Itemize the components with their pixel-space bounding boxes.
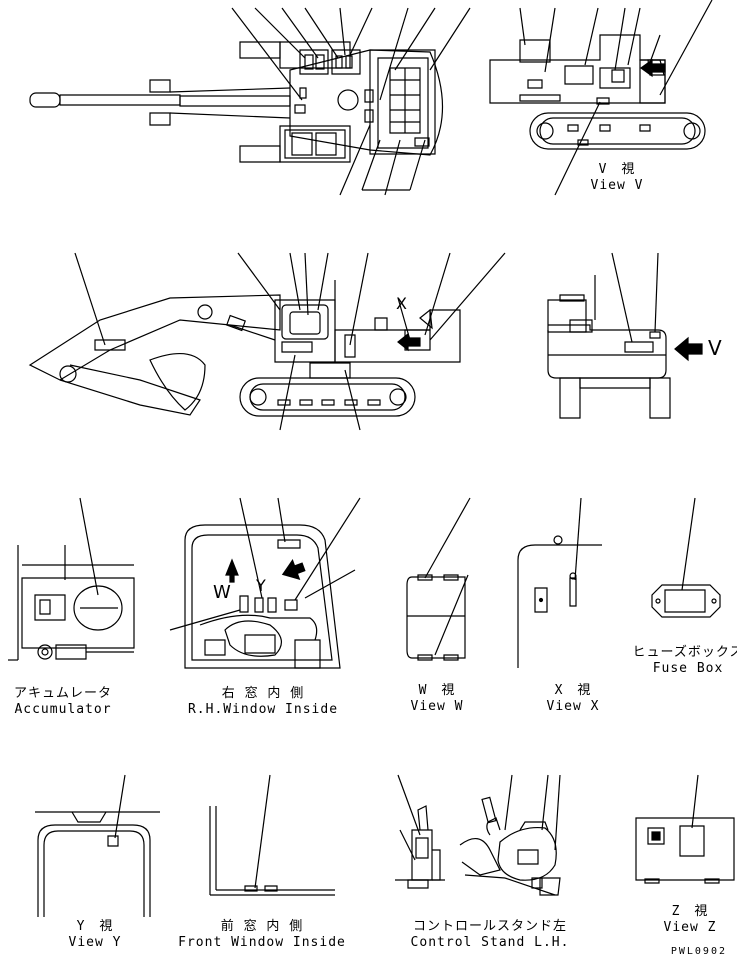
fuse-box-drawing bbox=[652, 498, 720, 617]
caption-en: View W bbox=[410, 699, 464, 714]
caption-en: View V bbox=[590, 178, 644, 193]
caption-jp: 右 窓 内 側 bbox=[221, 686, 305, 701]
marker-v: V bbox=[708, 336, 722, 360]
caption-en: View X bbox=[546, 699, 600, 714]
caption-jp: X 視 bbox=[554, 683, 592, 698]
caption-rh-window-inside: 右 窓 内 側 R.H.Window Inside bbox=[188, 686, 338, 718]
caption-en: Control Stand L.H. bbox=[410, 935, 570, 950]
caption-front-window-inside: 前 窓 内 側 Front Window Inside bbox=[178, 919, 346, 951]
caption-en: View Y bbox=[68, 935, 122, 950]
view-w-drawing bbox=[407, 498, 470, 660]
caption-en: Accumulator bbox=[14, 702, 112, 717]
top-view-excavator bbox=[30, 8, 470, 195]
drawing-code: PWL0902 bbox=[670, 946, 727, 957]
caption-view-w: W 視 View W bbox=[411, 683, 464, 715]
caption-view-z: Z 視 View Z bbox=[664, 904, 717, 936]
side-view-excavator bbox=[30, 253, 505, 430]
accumulator-drawing bbox=[8, 498, 134, 660]
caption-jp: V 視 bbox=[598, 162, 636, 177]
caption-view-v: V 視 View V bbox=[591, 162, 644, 194]
caption-en: View Z bbox=[663, 920, 717, 935]
caption-accumulator: アキュムレータ Accumulator bbox=[14, 686, 112, 718]
view-v-drawing bbox=[490, 0, 712, 195]
caption-view-y: Y 視 View Y bbox=[69, 919, 122, 951]
caption-jp: ヒューズボックス bbox=[632, 645, 737, 660]
marker-w: W bbox=[213, 582, 231, 603]
view-y-drawing bbox=[35, 775, 160, 917]
control-stand-drawing bbox=[395, 775, 560, 895]
caption-control-stand-lh: コントロールスタンド左 Control Stand L.H. bbox=[411, 919, 570, 951]
caption-jp: アキュムレータ bbox=[13, 686, 113, 701]
rear-view-drawing bbox=[548, 253, 702, 418]
caption-jp: W 視 bbox=[418, 683, 456, 698]
caption-en: Front Window Inside bbox=[178, 935, 346, 950]
caption-jp: Y 視 bbox=[76, 919, 114, 934]
caption-jp: 前 窓 内 側 bbox=[220, 919, 304, 934]
marker-y: Y bbox=[256, 576, 266, 595]
caption-en: Fuse Box bbox=[652, 661, 724, 676]
front-window-drawing bbox=[210, 775, 335, 895]
caption-jp: Z 視 bbox=[671, 904, 709, 919]
rh-window-drawing bbox=[170, 498, 360, 668]
caption-jp: コントロールスタンド左 bbox=[412, 919, 568, 934]
view-x-drawing bbox=[518, 498, 602, 668]
caption-en: R.H.Window Inside bbox=[187, 702, 339, 717]
marker-x: X bbox=[396, 294, 407, 313]
caption-fuse-box: ヒューズボックス Fuse Box bbox=[633, 645, 737, 677]
caption-view-x: X 視 View X bbox=[547, 683, 600, 715]
view-z-drawing bbox=[636, 775, 734, 883]
